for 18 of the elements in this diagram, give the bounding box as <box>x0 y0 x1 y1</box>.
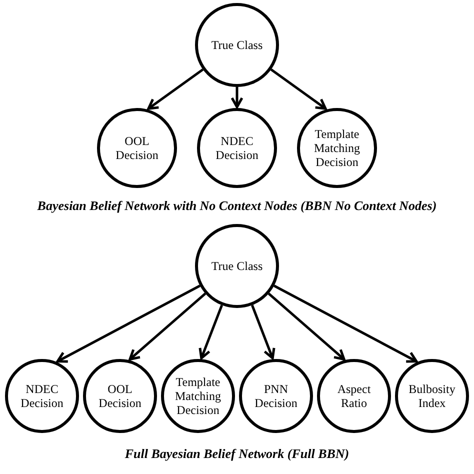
arrow <box>268 292 346 361</box>
arrow <box>230 87 244 108</box>
node-label: Template Matching Decision <box>174 375 222 417</box>
node-label: Template Matching Decision <box>313 127 361 169</box>
node-label: True Class <box>210 259 264 273</box>
node-label: True Class <box>210 38 264 52</box>
node-label: NDEC Decision <box>214 134 260 162</box>
node-label: NDEC Decision <box>20 382 64 410</box>
node-label: OOL Decision <box>114 134 160 162</box>
arrow <box>270 68 327 110</box>
node-label: Aspect Ratio <box>336 382 372 410</box>
caption: Full Bayesian Belief Network (Full BBN) <box>124 446 350 462</box>
node-label: OOL Decision <box>98 382 142 410</box>
arrow <box>128 292 206 361</box>
arrow <box>147 68 204 110</box>
caption: Bayesian Belief Network with No Context Nodes (BBN No Context Nodes) <box>36 198 438 214</box>
node-label: PNN Decision <box>254 382 298 410</box>
node-label: Bulbosity Index <box>408 382 456 410</box>
